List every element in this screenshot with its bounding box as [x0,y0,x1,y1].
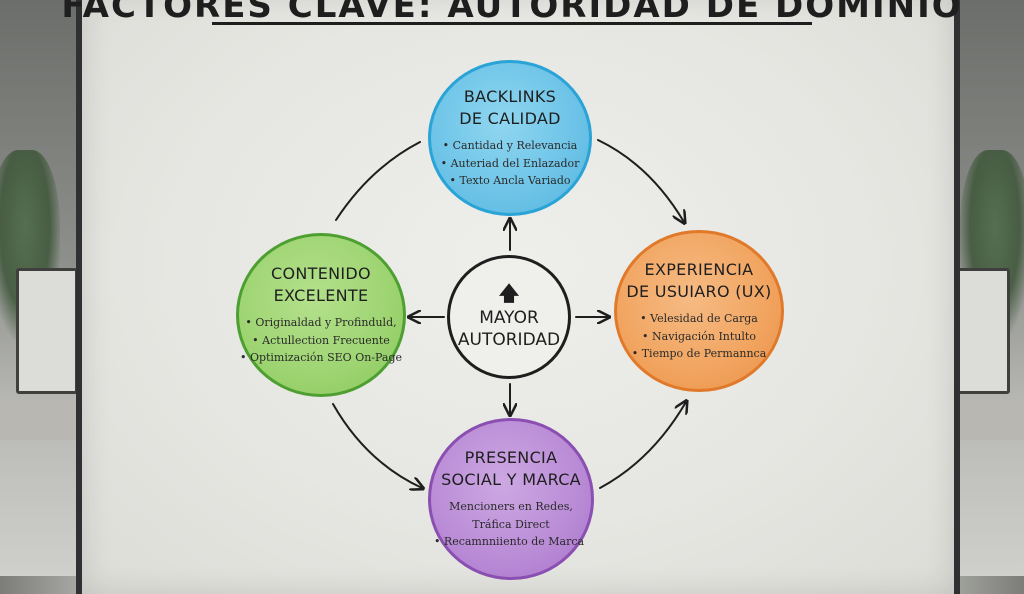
node-center-authority: 🡅 MAYOR AUTORIDAD [447,255,571,379]
list-item: Actullection Frecuente [240,332,402,350]
node-backlinks-title-line2: DE CALIDAD [459,108,561,128]
node-contenido-list: Originaldad y Profinduld, Actullection F… [240,314,402,367]
node-backlinks: BACKLINKS DE CALIDAD Cantidad y Relevanc… [428,60,592,216]
node-contenido-title: CONTENIDO EXCELENTE [271,263,371,306]
center-label: MAYOR AUTORIDAD [458,307,560,351]
list-item: Tráfica Direct [472,517,550,531]
node-presencia-title-line2: SOCIAL Y MARCA [441,469,581,489]
arrow-top-to-right [597,139,684,222]
node-backlinks-title: BACKLINKS DE CALIDAD [459,86,561,129]
title-underline [212,22,812,25]
list-item: Cantidad y Relevancia [441,137,580,155]
node-experiencia-title: EXPERIENCIA DE USUIARO (UX) [626,259,771,302]
node-contenido: CONTENIDO EXCELENTE Originaldad y Profin… [236,233,406,397]
list-item: Texto Ancla Variado [441,172,580,190]
up-arrow-icon: 🡅 [498,280,520,305]
center-label-line1: MAYOR [479,307,539,328]
desk-image [0,400,80,440]
list-item: Originaldad y Profinduld, [240,314,402,332]
arrow-bottom-to-right [599,402,686,489]
node-presencia-title-line1: PRESENCIA [464,448,558,468]
node-presencia-list: Mencioners en Redes, Tráfica Direct • Re… [434,498,584,551]
node-contenido-title-line2: EXCELENTE [273,285,369,305]
node-backlinks-title-line1: BACKLINKS [463,87,557,107]
diagram-title: FACTORES CLAVE: AUTORIDAD DE DOMINIO [61,0,963,26]
node-contenido-title-line1: CONTENIDO [271,264,371,284]
list-item: Navigación Intulto [632,328,767,346]
node-experiencia-title-line1: EXPERIENCIA [644,260,754,280]
arrow-left-to-top [335,141,421,221]
node-experiencia: EXPERIENCIA DE USUIARO (UX) Velesidad de… [614,230,784,392]
node-presencia: PRESENCIA SOCIAL Y MARCA Mencioners en R… [428,418,594,580]
list-item: Mencioners en Redes, [449,500,573,514]
arrow-left-to-bottom [332,403,422,488]
connector-arrows [332,139,1024,576]
node-backlinks-list: Cantidad y Relevancia Auteriad del Enlaz… [441,137,580,190]
center-label-line2: AUTORIDAD [457,330,561,350]
list-item: Auteriad del Enlazador [441,155,580,173]
list-item: • Recamnniiento de Marca [433,535,585,549]
node-presencia-title: PRESENCIA SOCIAL Y MARCA [441,447,581,490]
node-experiencia-title-line2: DE USUIARO (UX) [626,281,772,301]
list-item: Velesidad de Carga [632,310,767,328]
monitor-image [16,268,78,394]
node-experiencia-list: Velesidad de Carga Navigación Intulto Ti… [632,310,767,363]
list-item: Tiempo de Permannca [632,345,767,363]
office-background-left [0,0,80,576]
list-item: Optimización SEO On-Page [240,349,402,367]
